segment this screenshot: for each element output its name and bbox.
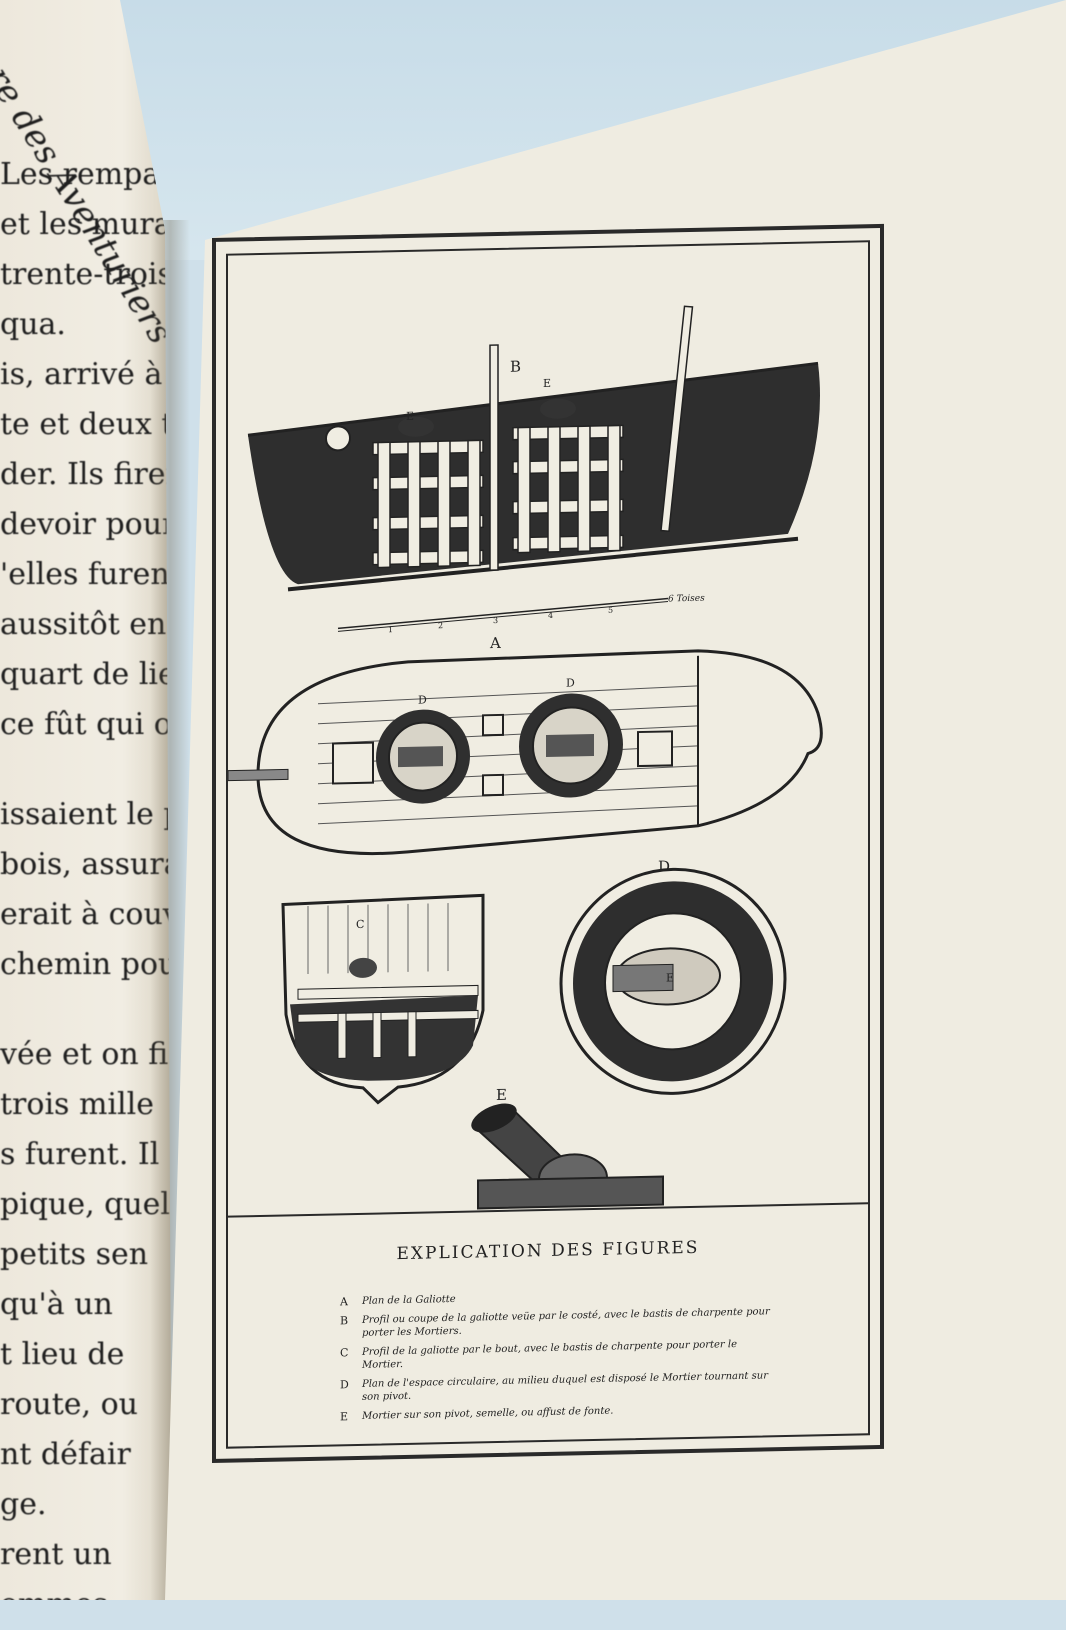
scale-bar: [337, 597, 669, 632]
left-page-line: vée et on fi: [0, 1037, 169, 1072]
plate-inner-frame: B E E 1 2 3 4 5 6 Toises A: [226, 240, 870, 1449]
left-page-line: pique, quel: [0, 1187, 170, 1222]
figure-d-circular-plan: [559, 867, 787, 1095]
caption-title: EXPLICATION DES FIGURES: [396, 1237, 700, 1265]
legend-key: B: [340, 1314, 349, 1328]
scale-tick-1: 1: [388, 625, 393, 634]
left-page-line: [0, 750, 170, 790]
left-page-line: petits sen: [0, 1237, 149, 1272]
figure-b-side-profile: [247, 305, 820, 592]
left-page-line: aussitôt en bataill: [0, 607, 170, 642]
left-page-line: trente-trois pièces: [0, 257, 170, 292]
legend-text: Profil de la galiotte par le bout, avec …: [362, 1339, 737, 1371]
engraving-plate: B E E 1 2 3 4 5 6 Toises A: [212, 223, 884, 1464]
scale-tick-3: 3: [493, 616, 498, 625]
left-page-line: 'elles furent à ter: [0, 557, 170, 592]
legend-item: D Plan de l'espace circulaire, au milieu …: [340, 1369, 770, 1404]
left-page-line: route, ou: [0, 1387, 138, 1422]
left-page-line: nt défair: [0, 1437, 131, 1472]
left-page-line: ge.: [0, 1487, 47, 1522]
engraving-figures: B E E 1 2 3 4 5 6 Toises A: [227, 305, 823, 1210]
figure-e-mortar: [471, 1103, 664, 1210]
caption-area: EXPLICATION DES FIGURES A Plan de la Gali…: [228, 1202, 868, 1447]
label-c: C: [356, 918, 364, 931]
figure-c-end-profile: [281, 893, 485, 1105]
left-page-line: t lieu de: [0, 1337, 125, 1372]
legend-key: D: [340, 1378, 349, 1392]
legend-text: Plan de l'espace circulaire, au milieu d…: [362, 1370, 768, 1403]
left-page-line: erait à couvert: [0, 897, 170, 932]
left-page-line: s furent. Il: [0, 1137, 160, 1172]
scale-tick-5: 5: [608, 606, 613, 615]
left-page-line: Les remparts sont: [0, 157, 170, 192]
legend-item: A Plan de la Galiotte: [340, 1286, 770, 1308]
label-b: B: [510, 358, 521, 376]
left-page-line: qu'à un: [0, 1287, 113, 1322]
label-e-top-left: E: [406, 410, 414, 423]
left-page-line: et les murailles à: [0, 207, 170, 242]
label-d-plan-left: D: [418, 693, 427, 706]
scale-tick-4: 4: [548, 611, 553, 620]
legend-item: B Profil ou coupe de la galiotte veüe par…: [340, 1305, 770, 1340]
legend-key: C: [340, 1346, 349, 1360]
label-a: A: [489, 634, 501, 652]
left-page-line: ce fût qui osèr: [0, 707, 170, 742]
left-page-line: te et deux travers: [0, 407, 170, 442]
left-page-line: [0, 990, 170, 1030]
label-e-mortar: E: [496, 1086, 507, 1104]
left-page-line: quart de lieue du: [0, 657, 170, 692]
left-page: re des Aventuriers Les remparts sontet l…: [0, 0, 172, 1600]
left-page-text: Les remparts sont et les murailles à trent…: [0, 150, 170, 1622]
scale-unit: 6 Toises: [668, 594, 705, 605]
legend-key: A: [340, 1295, 348, 1309]
label-e-circular: E: [666, 971, 674, 984]
left-page-line: bois, assuran: [0, 847, 170, 882]
left-page-line: issaient le pays,: [0, 797, 170, 832]
legend-item: C Profil de la galiotte par le bout, avec…: [340, 1337, 770, 1372]
label-e-top-right: E: [543, 377, 551, 390]
left-page-line: chemin pour: [0, 947, 170, 982]
left-page-line: is, arrivé à portée: [0, 357, 170, 392]
label-d-plan-right: D: [566, 676, 575, 689]
left-page-line: rent un: [0, 1537, 112, 1572]
left-page-line: der. Ils firent les: [0, 457, 170, 492]
scale-tick-2: 2: [438, 621, 443, 630]
figures-area: B E E 1 2 3 4 5 6 Toises A: [227, 242, 868, 1215]
legend-text: Profil ou coupe de la galiotte veüe par …: [362, 1306, 770, 1339]
legend-item: E Mortier sur son pivot, semelle, ou affu…: [340, 1401, 770, 1424]
left-page-line: devoir pour facilit: [0, 507, 170, 542]
left-page-line: qua.: [0, 307, 66, 342]
legend-text: Mortier sur son pivot, semelle, ou affus…: [362, 1405, 614, 1422]
left-page-line: trois mille: [0, 1087, 154, 1122]
figure-a-plan-view: [227, 649, 823, 856]
legend-text: Plan de la Galiotte: [362, 1293, 456, 1307]
legend-key: E: [340, 1410, 349, 1424]
left-page-line: ommes: [0, 1587, 109, 1622]
